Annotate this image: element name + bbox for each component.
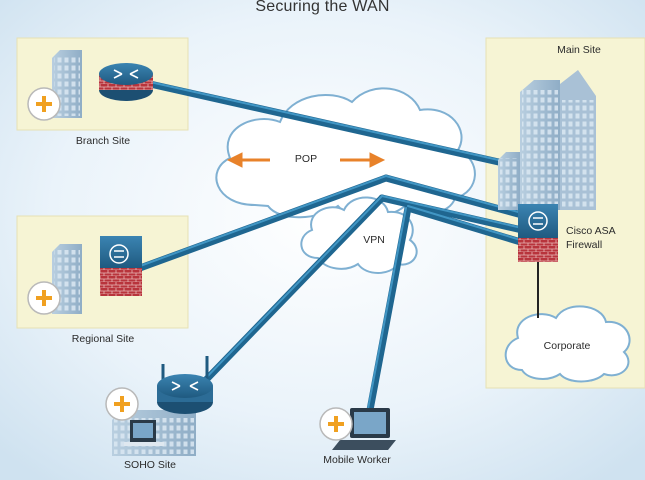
firewall-label-line1: Cisco ASA	[566, 225, 616, 237]
regional-firewall	[100, 236, 142, 296]
branch-router	[99, 63, 153, 101]
main-site-label: Main Site	[557, 44, 601, 56]
main-site-buildings	[498, 70, 596, 210]
soho-router	[157, 356, 213, 414]
branch-site-label: Branch Site	[75, 135, 131, 147]
firewall-label-line2: Firewall	[566, 239, 603, 251]
cisco-asa-firewall	[518, 204, 558, 262]
diagram-title: Securing the WAN	[255, 0, 390, 15]
soho-building	[112, 410, 196, 456]
mobile-worker-label: Mobile Worker	[323, 454, 391, 466]
regional-site-label: Regional Site	[71, 333, 135, 345]
link-soho-vpn	[198, 194, 386, 388]
mobile-laptop	[332, 408, 396, 450]
corporate-cloud	[504, 305, 631, 383]
soho-plus-icon[interactable]	[105, 387, 139, 421]
firewall-label: Cisco ASA Firewall	[566, 224, 616, 252]
mobile-plus-icon[interactable]	[319, 407, 353, 441]
pop-label: POP	[294, 153, 318, 165]
link-branch-main	[146, 80, 516, 169]
soho-site-label: SOHO Site	[124, 459, 176, 471]
regional-plus-icon[interactable]	[27, 281, 61, 315]
link-vpn-firewall-3	[404, 204, 528, 247]
vpn-label: VPN	[363, 234, 385, 246]
pop-arrows	[226, 152, 386, 168]
link-mobile-vpn	[366, 204, 412, 414]
branch-plus-icon[interactable]	[27, 87, 61, 121]
link-regional-pop	[136, 174, 390, 272]
corporate-label: Corporate	[543, 340, 591, 352]
link-vpn-firewall-2	[378, 194, 526, 234]
